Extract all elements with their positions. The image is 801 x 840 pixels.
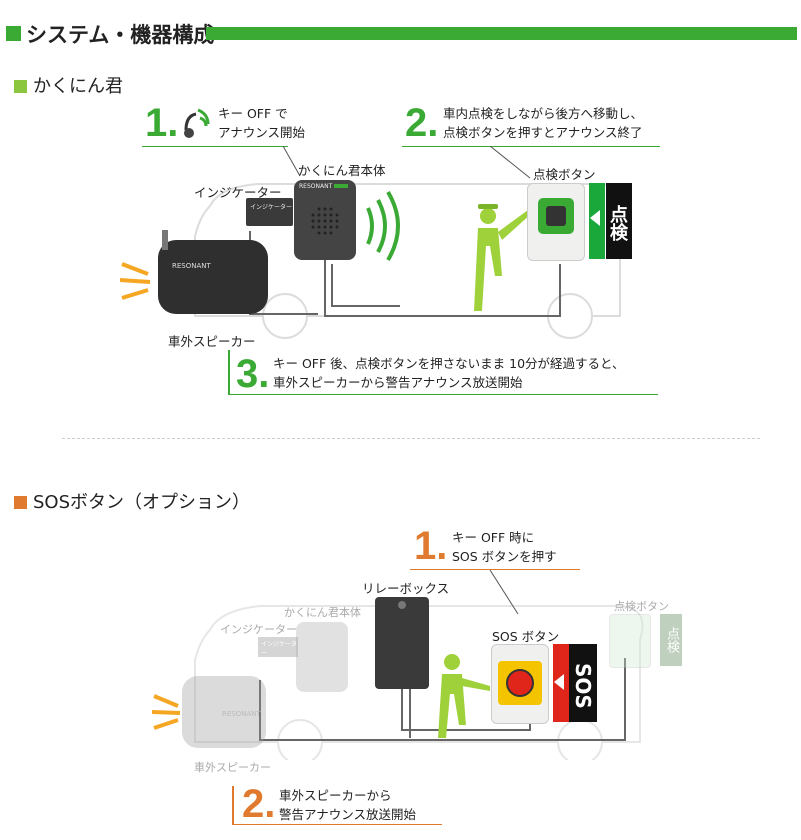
kakunin-step2-line1: 車内点検をしながら後方へ移動し、 bbox=[443, 106, 644, 121]
pointer-line bbox=[489, 570, 519, 615]
kakunin-step1-number: 1. bbox=[145, 101, 179, 145]
speaker-label: 車外スピーカー bbox=[168, 334, 256, 349]
inspect-button-face bbox=[546, 206, 566, 226]
sos-step1-line1: キー OFF 時に bbox=[452, 530, 535, 545]
inspect-button-device bbox=[609, 614, 651, 668]
kakunin-step2-line2: 点検ボタンを押すとアナウンス終了 bbox=[443, 125, 643, 140]
sos-button-frame bbox=[498, 661, 542, 705]
sos-step1-number: 1. bbox=[414, 524, 448, 568]
kakunin-step1-line1: キー OFF で bbox=[218, 106, 288, 121]
unit-led bbox=[334, 184, 348, 188]
sos-step2-number: 2. bbox=[242, 782, 276, 826]
sos-button-device bbox=[491, 644, 549, 724]
sign-arrow-icon bbox=[590, 210, 600, 226]
sos-step1-rule bbox=[410, 569, 580, 570]
kakunin-step1-rule bbox=[142, 146, 288, 147]
sos-diagram bbox=[194, 570, 644, 760]
speaker-antenna bbox=[162, 230, 168, 250]
kakunin-step2-text: 車内点検をしながら後方へ移動し、 点検ボタンを押すとアナウンス終了 bbox=[443, 104, 643, 142]
sos-step2-line1: 車外スピーカーから bbox=[279, 788, 392, 803]
pointer-line bbox=[489, 146, 531, 179]
inspect-button-device bbox=[527, 183, 585, 261]
inspect-sign: 点検 bbox=[606, 183, 632, 259]
sign-arrow-icon bbox=[554, 674, 564, 690]
indicator-device-text: インジケーター bbox=[250, 204, 293, 211]
inspect-button-label: 点検ボタン bbox=[614, 600, 669, 613]
sos-button-face bbox=[506, 669, 534, 697]
sos-step1-line2: SOS ボタンを押す bbox=[452, 549, 557, 564]
sos-sign: SOS bbox=[569, 644, 597, 722]
sos-button-label: SOS ボタン bbox=[492, 629, 560, 644]
sos-title-text: SOSボタン（オプション） bbox=[33, 492, 251, 513]
kakunin-step3-rule bbox=[228, 394, 658, 395]
header-bar bbox=[206, 27, 797, 40]
section-header: システム・機器構成 bbox=[0, 18, 801, 48]
unit-device: RESONANT bbox=[294, 180, 356, 260]
vehicle-outline bbox=[194, 605, 644, 743]
speaker-device bbox=[182, 676, 266, 748]
vehicle-wheel bbox=[262, 293, 308, 339]
sos-step1-text: キー OFF 時に SOS ボタンを押す bbox=[452, 528, 557, 566]
person-figure bbox=[474, 204, 531, 311]
wire bbox=[331, 264, 400, 307]
unit-brand: RESONANT bbox=[299, 183, 333, 190]
section-title: システム・機器構成 bbox=[26, 23, 215, 47]
speaker-brand: RESONANT bbox=[172, 262, 211, 270]
speaker-device bbox=[158, 240, 268, 314]
sos-title: SOSボタン（オプション） bbox=[14, 488, 250, 514]
kakunin-step3-rule-vertical bbox=[228, 350, 230, 394]
indicator-label: インジケーター bbox=[220, 623, 297, 636]
indicator-label: インジケーター bbox=[194, 185, 282, 200]
wire bbox=[259, 658, 626, 741]
kakunin-step1-line2: アナウンス開始 bbox=[218, 125, 306, 140]
inspect-button-label: 点検ボタン bbox=[533, 167, 596, 182]
pointer-line bbox=[282, 146, 301, 177]
unit-device bbox=[296, 622, 348, 692]
inspect-button-frame bbox=[538, 198, 574, 234]
sos-step2-rule bbox=[232, 824, 442, 825]
relay-box bbox=[375, 597, 429, 689]
alarm-rays-icon bbox=[119, 262, 151, 300]
indicator-device: インジケーター bbox=[258, 637, 298, 657]
kakunin-square bbox=[14, 80, 27, 93]
indicator-device-text: インジケーター bbox=[261, 641, 298, 657]
relay-screw bbox=[398, 601, 406, 609]
relay-label: リレーボックス bbox=[362, 581, 450, 596]
kakunin-step3-number: 3. bbox=[236, 352, 270, 396]
unit-label: かくにん君本体 bbox=[298, 163, 386, 178]
kakunin-step2-rule bbox=[402, 146, 660, 147]
sos-step2-rule-vertical bbox=[232, 786, 234, 824]
sos-square bbox=[14, 496, 27, 509]
kakunin-step2-number: 2. bbox=[405, 101, 439, 145]
speaker-brand: RESONANT bbox=[222, 710, 261, 718]
sos-step2-line2: 警告アナウンス放送開始 bbox=[279, 807, 417, 822]
speaker-label: 車外スピーカー bbox=[194, 761, 271, 774]
header-square bbox=[6, 26, 21, 41]
kakunin-step3-line2: 車外スピーカーから警告アナウンス放送開始 bbox=[273, 375, 523, 390]
inspect-sign: 点検 bbox=[660, 614, 682, 666]
kakunin-step3-line1: キー OFF 後、点検ボタンを押さないまま 10分が経過すると、 bbox=[273, 356, 625, 371]
kakunin-step1-text: キー OFF で アナウンス開始 bbox=[218, 104, 305, 142]
kakunin-step3-text: キー OFF 後、点検ボタンを押さないまま 10分が経過すると、 車外スピーカー… bbox=[273, 354, 625, 392]
person-figure bbox=[438, 654, 490, 738]
unit-speaker-grille bbox=[310, 206, 340, 236]
section-divider bbox=[62, 438, 760, 439]
kakunin-title: かくにん君 bbox=[14, 72, 123, 98]
wire bbox=[324, 256, 561, 317]
key-icon bbox=[184, 108, 210, 138]
kakunin-title-text: かくにん君 bbox=[33, 76, 123, 97]
unit-label: かくにん君本体 bbox=[284, 606, 361, 619]
indicator-device: インジケーター bbox=[246, 198, 293, 226]
sos-step2-text: 車外スピーカーから 警告アナウンス放送開始 bbox=[279, 786, 416, 824]
alarm-rays-icon bbox=[151, 694, 181, 730]
